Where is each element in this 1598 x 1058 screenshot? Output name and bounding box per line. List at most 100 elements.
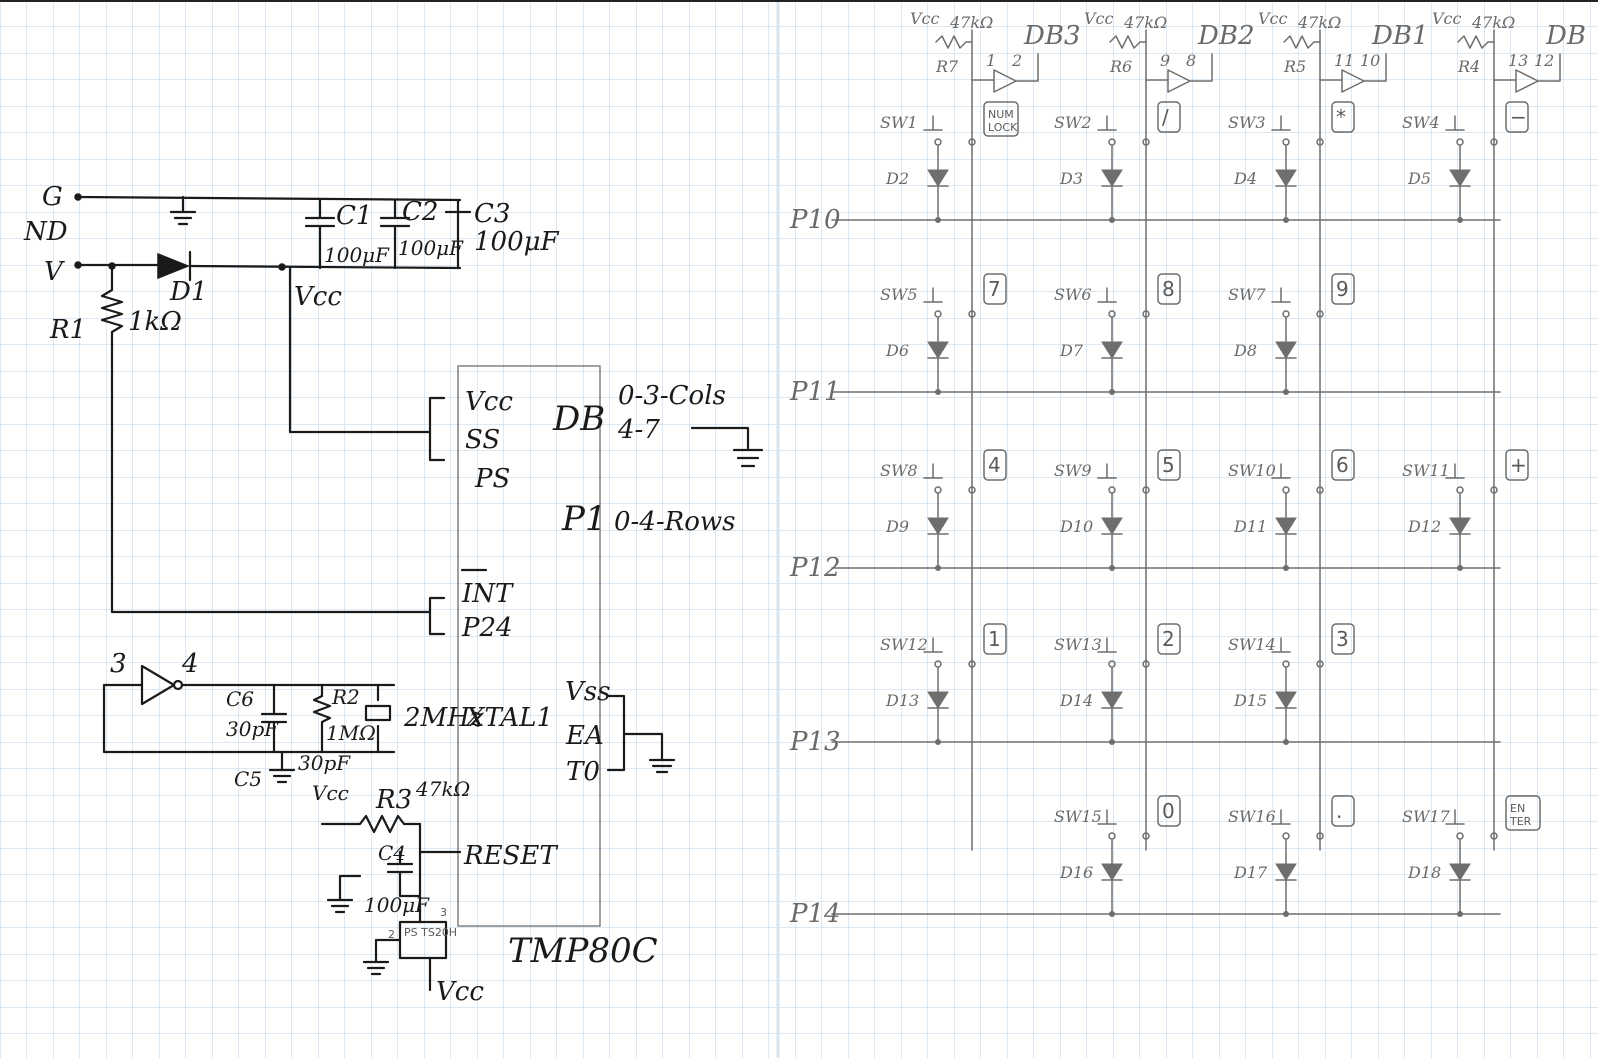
key-cell: SW2/D3 <box>1054 101 1181 223</box>
keycap-label: / <box>1162 105 1169 129</box>
row-junction <box>935 217 941 223</box>
diode-label: D16 <box>1059 863 1093 882</box>
row-junction <box>935 389 941 395</box>
diode-cathode <box>1101 533 1123 569</box>
switch-label: SW2 <box>1054 113 1092 132</box>
row-junction <box>1457 911 1463 917</box>
column-db-label: DB2 <box>1197 21 1255 51</box>
switch-symbol <box>1445 809 1465 825</box>
switch-symbol <box>1097 637 1117 653</box>
v-label: V <box>44 257 65 287</box>
switch-label: SW9 <box>1054 461 1092 480</box>
switch-label: SW4 <box>1402 113 1440 132</box>
c3-label: C3 <box>474 199 510 229</box>
pin-ss: SS <box>465 425 500 455</box>
switch-contact <box>1142 660 1150 668</box>
diode-symbol <box>1449 169 1471 187</box>
d1-diode: D1 <box>157 250 207 307</box>
switch-contact <box>934 660 942 668</box>
oscillator-section: 3 4 C6 30pF R2 1MΩ 2MHz XTAL1 C5 30pF <box>102 649 553 791</box>
r1-value: 1kΩ <box>128 307 182 337</box>
row-junction <box>1457 565 1463 571</box>
c1-capacitor: C1 100μF <box>304 198 390 270</box>
column-resistor-value: 47kΩ <box>1123 13 1167 32</box>
diode-label: D8 <box>1233 341 1257 360</box>
diode-cathode <box>927 357 949 393</box>
column-pullup-resistor <box>1283 35 1321 49</box>
diode-cathode <box>1449 185 1471 221</box>
column-vcc-label: Vcc <box>1084 9 1114 28</box>
diode-cathode <box>1101 357 1123 393</box>
column-buffer-gate <box>1493 69 1539 93</box>
mcu-part-label: TMP80C <box>508 931 658 971</box>
r3-label: R3 <box>375 785 412 815</box>
inverter-in-pin: 3 <box>110 649 127 679</box>
diode-cathode <box>1275 533 1297 569</box>
keycap-outline <box>1157 623 1181 655</box>
switch-contact <box>1108 660 1116 668</box>
switch-contact <box>1316 138 1324 146</box>
switch-contact <box>1282 486 1290 494</box>
key-cell: SW4 − D5 <box>1402 101 1529 223</box>
switch-label: SW6 <box>1054 285 1092 304</box>
diode-label: D2 <box>885 169 909 188</box>
ps-vcc-label: Vcc <box>436 977 484 1007</box>
diode-cathode <box>1449 533 1471 569</box>
diode-symbol <box>927 691 949 709</box>
ps-part-label: PS TS20H <box>404 926 457 939</box>
switch-symbol <box>1097 287 1117 303</box>
c6-value: 30pF <box>226 717 279 741</box>
pin-ps: PS <box>474 464 510 494</box>
switch-contact <box>934 310 942 318</box>
diode-label: D11 <box>1233 517 1267 536</box>
row-junction <box>1109 217 1115 223</box>
pin-vcc: Vcc <box>465 387 513 417</box>
column-vcc-label: Vcc <box>1258 9 1288 28</box>
keycap-label: 2 <box>1162 627 1175 651</box>
row-junction <box>1109 389 1115 395</box>
diode-label: D5 <box>1407 169 1431 188</box>
c3-capacitor: C3 100μF <box>444 198 560 270</box>
keycap-outline <box>1331 101 1355 133</box>
switch-symbol <box>923 463 943 479</box>
switch-symbol <box>1097 115 1117 131</box>
keycap-label: 5 <box>1162 453 1175 477</box>
db-4-7-label: 4-7 <box>617 415 660 445</box>
buffer-in-pin: 11 <box>1334 51 1354 70</box>
pin-t0: T0 <box>566 757 600 787</box>
c4-label: C4 <box>378 841 406 865</box>
keycap-outline <box>983 101 1019 137</box>
column-resistor-label: R5 <box>1283 57 1306 76</box>
switch-label: SW17 <box>1402 807 1451 826</box>
row-label: P14 <box>789 899 841 929</box>
pin-ea: EA <box>565 721 604 751</box>
xtal-freq: 2MHz <box>403 703 484 733</box>
r2-label: R2 <box>331 685 360 709</box>
switch-symbol <box>1097 463 1117 479</box>
c1-label: C1 <box>336 201 372 231</box>
switch-label: SW5 <box>880 285 918 304</box>
diode-cathode <box>1101 879 1123 915</box>
switch-contact <box>934 138 942 146</box>
column-db-label: DB <box>1545 21 1586 51</box>
row-junction <box>935 565 941 571</box>
switch-symbol <box>1271 287 1291 303</box>
keycap-outline <box>983 623 1007 655</box>
keycap-outline <box>1157 273 1181 305</box>
c2-label: C2 <box>402 197 438 227</box>
nd-label: ND <box>23 217 68 247</box>
keycap-outline <box>1505 449 1529 481</box>
switch-label: SW16 <box>1228 807 1276 826</box>
c2-value: 100μF <box>398 236 464 260</box>
keycap-label: − <box>1510 105 1527 129</box>
buffer-output-line <box>1363 53 1387 82</box>
diode-label: D10 <box>1059 517 1093 536</box>
